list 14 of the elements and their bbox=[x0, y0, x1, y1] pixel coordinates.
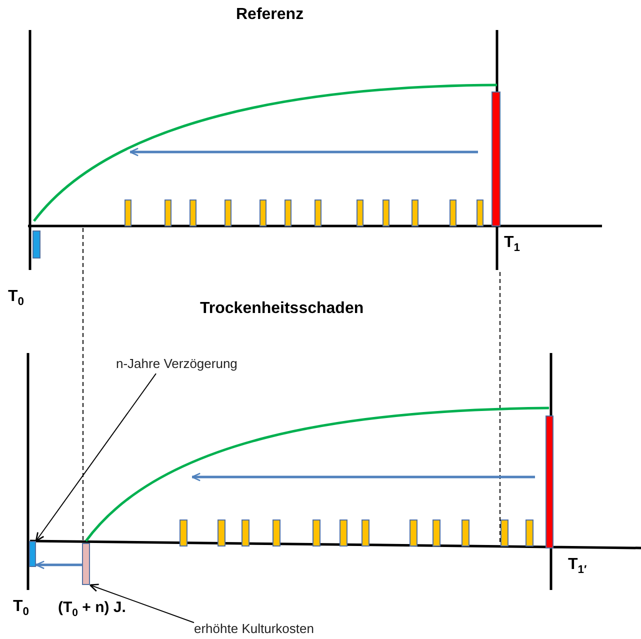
time-label: T$_{1′}$ bbox=[568, 556, 587, 576]
time-label: (T$_{0}$ + n) J. bbox=[58, 599, 126, 619]
annotation-text: n-Jahre Verzögerung bbox=[116, 356, 238, 372]
cost-bar bbox=[82, 543, 90, 585]
time-label: T$_{0}$ bbox=[8, 288, 24, 308]
leader-line bbox=[89, 584, 194, 624]
panel-heading: Trockenheitsschaden bbox=[200, 300, 364, 318]
cost-bar bbox=[29, 541, 36, 567]
leader-line bbox=[35, 373, 156, 542]
arrow bbox=[35, 560, 82, 570]
panel-heading: Referenz bbox=[236, 6, 304, 24]
annotation-text: erhöhte Kulturkosten bbox=[194, 621, 314, 637]
time-label: T$_{1}$ bbox=[504, 234, 520, 254]
time-label: T$_{0}$ bbox=[13, 598, 30, 618]
